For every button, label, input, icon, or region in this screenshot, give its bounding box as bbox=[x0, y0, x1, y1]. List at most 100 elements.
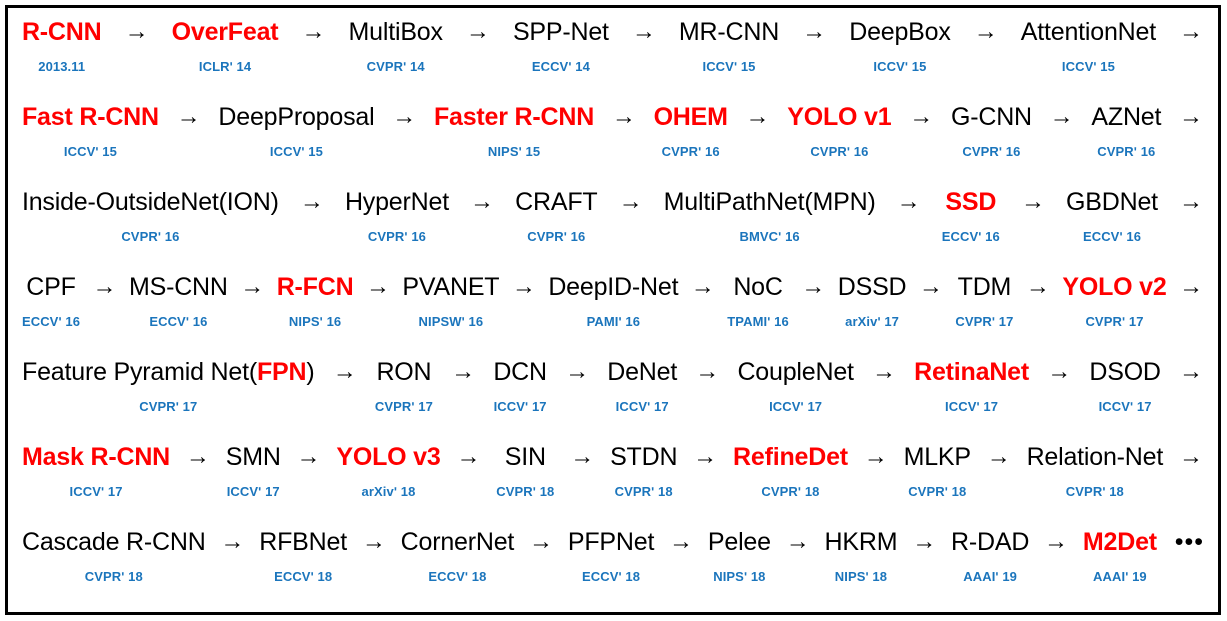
node-name: MS-CNN bbox=[128, 273, 228, 301]
node-name: Faster R-CNN bbox=[433, 103, 595, 131]
node-name: Relation-Net bbox=[1026, 443, 1164, 471]
arrow-icon: → bbox=[240, 273, 265, 300]
node-name: MR-CNN bbox=[678, 18, 780, 46]
arrow-icon: → bbox=[1179, 18, 1204, 45]
timeline-node[interactable]: Inside-OutsideNet(ION) CVPRʹ 16 bbox=[22, 187, 279, 245]
node-venue: AAAIʹ 19 bbox=[963, 569, 1017, 584]
node-name-highlight: FPN bbox=[256, 358, 307, 386]
arrow-icon: → bbox=[176, 103, 201, 130]
arrow-icon: → bbox=[669, 528, 694, 555]
timeline-node[interactable]: RON CVPRʹ 17 bbox=[375, 357, 433, 415]
node-name: TDM bbox=[957, 273, 1012, 301]
node-venue: ECCVʹ 16 bbox=[149, 314, 208, 329]
node-name: AZNet bbox=[1091, 103, 1162, 131]
node-venue: ICCVʹ 15 bbox=[873, 59, 927, 74]
node-name: DeepID-Net bbox=[548, 273, 679, 301]
arrow-icon: → bbox=[690, 273, 715, 300]
node-name: OverFeat bbox=[171, 18, 279, 46]
node-name: Inside-OutsideNet(ION) bbox=[21, 188, 279, 216]
node-venue: ICCVʹ 17 bbox=[615, 399, 669, 414]
node-name: SSD bbox=[945, 188, 997, 216]
node-venue: CVPRʹ 16 bbox=[810, 144, 869, 159]
node-venue: CVPRʹ 16 bbox=[121, 229, 180, 244]
node-name: DSSD bbox=[837, 273, 907, 301]
node-name: HKRM bbox=[824, 528, 898, 556]
arrow-icon: → bbox=[451, 358, 476, 385]
arrow-icon: → bbox=[631, 18, 656, 45]
timeline-node[interactable]: MultiPathNet(MPN)BMVCʹ 16 bbox=[664, 187, 876, 245]
node-name: SIN bbox=[504, 443, 546, 471]
timeline-node[interactable]: Feature Pyramid Net(FPN)CVPRʹ 17 bbox=[22, 357, 315, 415]
arrow-icon: → bbox=[1049, 103, 1074, 130]
ellipsis-marker: ••• bbox=[1174, 528, 1205, 556]
node-venue: ECCVʹ 14 bbox=[531, 59, 590, 74]
node-name: M2Det bbox=[1082, 528, 1157, 556]
timeline-node[interactable]: MS-CNN ECCVʹ 16 bbox=[129, 272, 228, 330]
node-venue: CVPRʹ 18 bbox=[614, 484, 673, 499]
node-name: YOLO v2 bbox=[1062, 273, 1167, 301]
arrow-icon: → bbox=[909, 103, 934, 130]
node-name: RFBNet bbox=[259, 528, 347, 556]
node-name: DeNet bbox=[607, 358, 678, 386]
node-venue: CVPRʹ 18 bbox=[1065, 484, 1124, 499]
node-venue: CVPRʹ 17 bbox=[374, 399, 433, 414]
node-name: SMN bbox=[225, 443, 281, 471]
node-name: GBDNet bbox=[1066, 188, 1158, 216]
node-name: RON bbox=[376, 358, 432, 386]
arrow-icon: → bbox=[693, 443, 718, 470]
node-venue: ECCVʹ 18 bbox=[274, 569, 333, 584]
node-name: PFPNet bbox=[567, 528, 655, 556]
node-name: CRAFT bbox=[515, 188, 598, 216]
arrow-icon: → bbox=[802, 18, 827, 45]
